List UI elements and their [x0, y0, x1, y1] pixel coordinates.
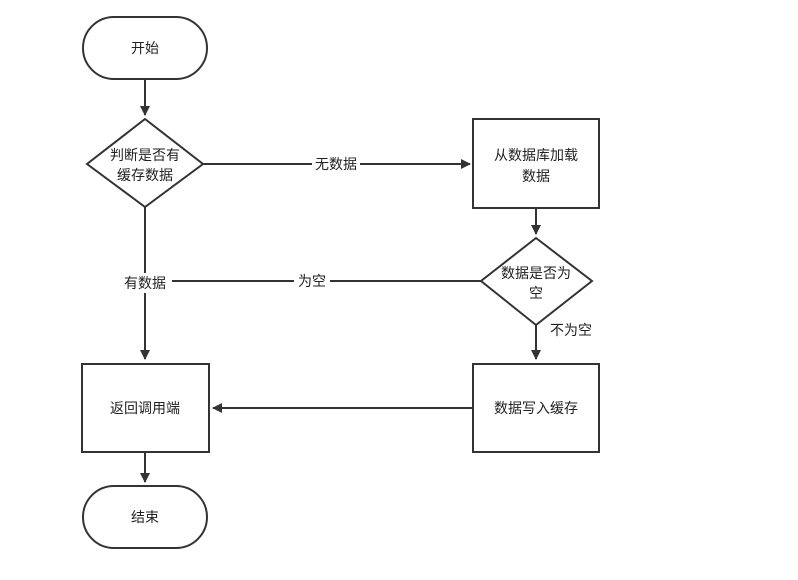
start-node	[82, 16, 208, 80]
check-cache-label-line1: 判断是否有	[110, 148, 180, 164]
start-label: 开始	[131, 41, 159, 57]
has-data-label: 有数据	[124, 276, 166, 292]
load-db-node	[472, 118, 600, 209]
check-cache-node	[85, 117, 205, 209]
not-empty-label: 不为空	[550, 323, 592, 339]
check-empty-label-line2: 空	[529, 286, 543, 302]
node-labels: 开始 判断是否有 缓存数据 从数据库加载 数据 数据是否为 空 数据写入缓存 返…	[110, 41, 578, 526]
end-node	[82, 485, 208, 549]
edge-label-backgrounds	[118, 154, 360, 293]
edge-labels: 无数据 有数据 为空 不为空	[124, 157, 592, 339]
return-label: 返回调用端	[110, 401, 180, 417]
nodes	[81, 16, 600, 549]
check-empty-label-line1: 数据是否为	[501, 266, 571, 282]
check-cache-label-line2: 缓存数据	[117, 168, 173, 184]
write-cache-node	[472, 363, 600, 453]
check-empty-node	[479, 236, 594, 327]
load-db-label-line1: 从数据库加载	[494, 148, 578, 164]
load-db-label-line2: 数据	[522, 169, 550, 185]
is-empty-label: 为空	[298, 274, 326, 290]
return-node	[81, 363, 210, 453]
end-label: 结束	[131, 510, 159, 526]
write-cache-label: 数据写入缓存	[494, 401, 578, 417]
no-data-label: 无数据	[315, 157, 357, 173]
